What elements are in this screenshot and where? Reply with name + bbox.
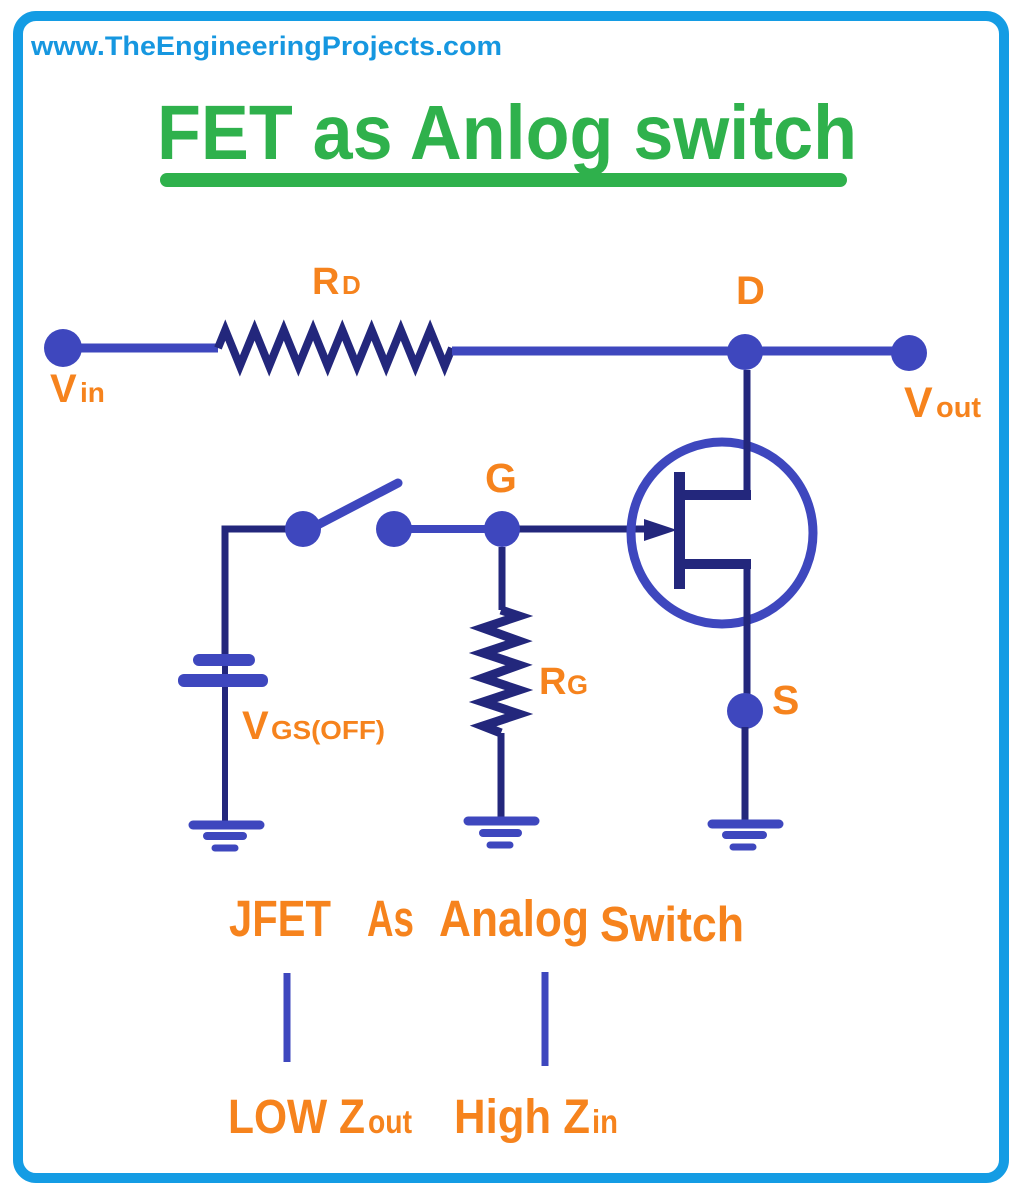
svg-text:V: V [904,379,933,427]
svg-text:As: As [367,890,414,947]
svg-text:G: G [567,670,588,700]
svg-text:JFET: JFET [229,890,331,947]
svg-text:Analog: Analog [439,890,589,947]
svg-text:in: in [80,377,105,408]
svg-text:FET as Anlog switch: FET as Anlog switch [157,90,857,176]
svg-text:V: V [242,704,269,748]
svg-text:www.TheEngineeringProjects.com: www.TheEngineeringProjects.com [30,31,502,61]
svg-text:G: G [485,455,517,501]
svg-text:D: D [342,270,361,300]
svg-text:S: S [772,677,799,723]
svg-text:Switch: Switch [600,898,744,952]
svg-text:LOW Z: LOW Z [228,1091,365,1144]
svg-text:GS(OFF): GS(OFF) [271,715,385,745]
svg-text:out: out [936,392,981,424]
svg-text:V: V [50,367,77,411]
svg-text:R: R [539,661,566,703]
svg-text:R: R [312,261,339,303]
svg-text:out: out [368,1103,412,1140]
svg-text:in: in [592,1103,618,1140]
svg-text:D: D [736,269,765,313]
svg-text:High Z: High Z [454,1091,590,1144]
